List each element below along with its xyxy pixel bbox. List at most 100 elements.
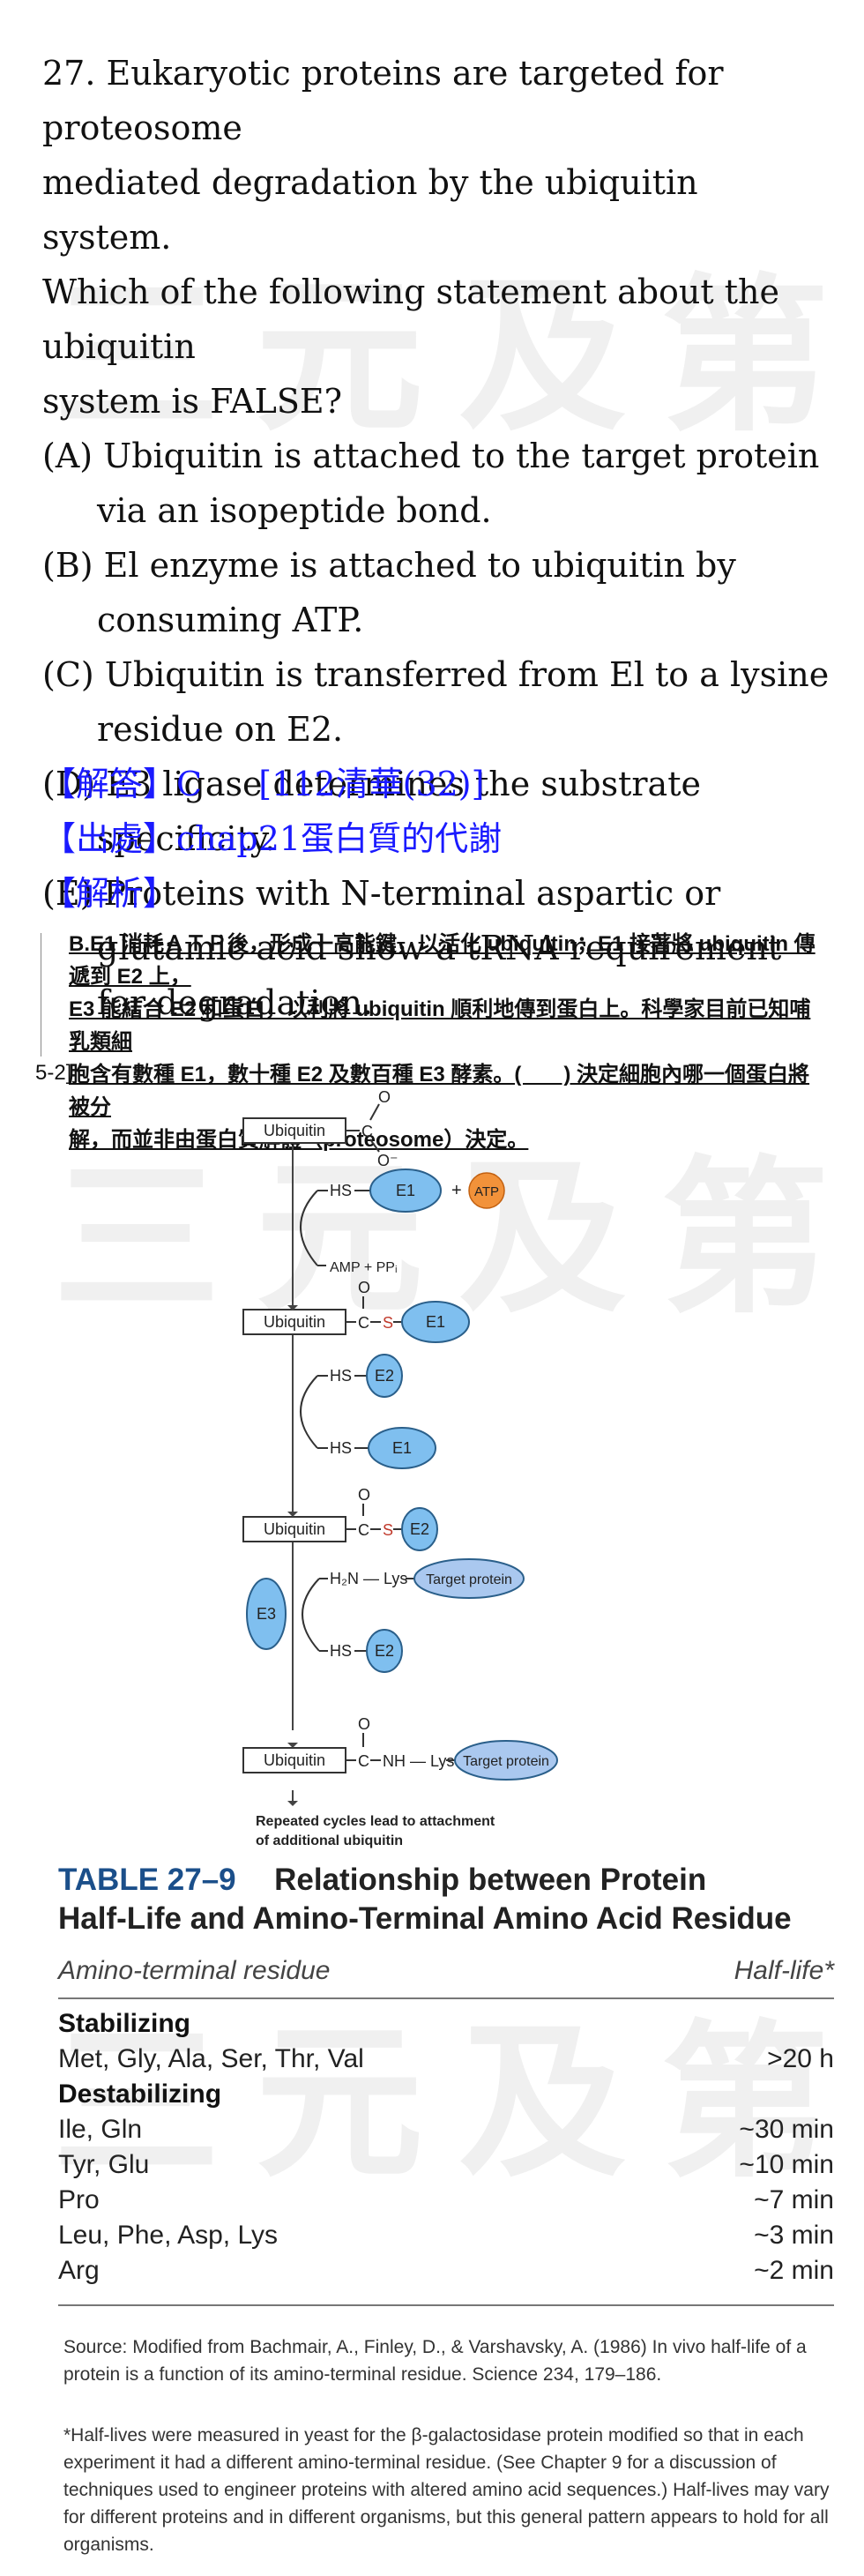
note-line: B.E1 消耗ＡＴＰ後，形成一高能鍵，以活化 ubiquitin；E1 接著將 … <box>69 932 816 989</box>
half-life-cell: >20 h <box>767 2044 834 2073</box>
target-protein <box>413 1558 525 1599</box>
svg-text:+: + <box>451 1181 462 1200</box>
half-life-table: Amino-terminal residue Half-life* Stabil… <box>58 1953 834 2306</box>
ubiquitin-label: Ubiquitin <box>264 1520 325 1538</box>
target-protein <box>454 1740 558 1781</box>
figure-ref: 5-2] <box>35 1061 72 1085</box>
question-stem: mediated degradation by the ubiquitin sy… <box>42 163 698 257</box>
carbon-label: C <box>361 1123 373 1140</box>
option-c: (C) Ubiquitin is transferred from El to … <box>42 655 830 749</box>
residue-cell: Arg <box>58 2256 100 2285</box>
thiol-label: HS <box>330 1367 352 1385</box>
e2-label: E2 <box>375 1642 394 1660</box>
half-life-cell: ~3 min <box>754 2221 834 2250</box>
target-protein-label: Target protein <box>463 1754 549 1769</box>
residue-cell: Pro <box>58 2185 100 2214</box>
e3-enzyme <box>246 1578 287 1650</box>
oxygen-label: O <box>358 1486 370 1504</box>
carbon-label: C <box>358 1521 369 1539</box>
table-row: Ile, Gln ~30 min <box>58 2112 834 2147</box>
amp-label: AMP + PPᵢ <box>330 1260 397 1275</box>
oxygen-label: O <box>358 1279 370 1296</box>
question-stem: 27. Eukaryotic proteins are targeted for… <box>42 54 724 147</box>
analysis-label: 【解析】 <box>42 874 177 913</box>
table-number: TABLE 27–9 <box>58 1863 236 1897</box>
answer-ref: [112清華(32)] <box>258 765 485 803</box>
carbon-label: C <box>358 1752 369 1770</box>
half-life-cell: ~7 min <box>754 2185 834 2214</box>
repeat-caption: Repeated cycles lead to attachment <box>256 1814 495 1829</box>
table-source: Source: Modified from Bachmair, A., Finl… <box>63 2337 807 2385</box>
residue-cell: Tyr, Glu <box>58 2150 150 2179</box>
table-row: Met, Gly, Ala, Ser, Thr, Val >20 h <box>58 2042 834 2077</box>
table-header: Amino-terminal residue Half-life* <box>58 1953 834 1989</box>
e2-label: E2 <box>410 1520 429 1538</box>
residue-cell: Met, Gly, Ala, Ser, Thr, Val <box>58 2044 364 2073</box>
e1-label: E1 <box>426 1313 445 1331</box>
ubiquitin-label: Ubiquitin <box>264 1122 325 1139</box>
amide-lysine-label: NH — Lys <box>383 1752 454 1770</box>
residue-cell: Ile, Gln <box>58 2115 143 2144</box>
amine-lysine-label: H₂N — Lys <box>330 1570 407 1587</box>
table-rule <box>58 1997 834 1999</box>
carbon-label: C <box>358 1314 369 1332</box>
e1-label: E1 <box>396 1182 415 1199</box>
repeat-caption: of additional ubiquitin <box>256 1833 403 1848</box>
question: 27. Eukaryotic proteins are targeted for… <box>42 46 836 1030</box>
atp-label: ATP <box>474 1184 499 1199</box>
ubiquitin-label: Ubiquitin <box>264 1313 325 1331</box>
oxygen-label: O <box>358 1715 370 1733</box>
option-b: (B) El enzyme is attached to ubiquitin b… <box>42 546 736 639</box>
residue-cell: Leu, Phe, Asp, Lys <box>58 2221 279 2250</box>
table-row: Tyr, Glu ~10 min <box>58 2147 834 2183</box>
e1-enzyme <box>369 1169 442 1213</box>
sulfur-label: S <box>383 1314 393 1332</box>
half-life-cell: ~2 min <box>754 2256 834 2285</box>
oxygen-minus-label: O⁻ <box>377 1152 398 1169</box>
e2-enzyme <box>366 1354 403 1398</box>
e1-enzyme <box>401 1301 470 1343</box>
group-header: Stabilizing <box>58 2009 190 2038</box>
table-title: TABLE 27–9 Relationship between Protein <box>58 1863 706 1898</box>
atp-circle <box>468 1172 505 1209</box>
answer-line: 【解答】C [112清華(32)] <box>42 757 484 811</box>
e2-enzyme <box>366 1629 403 1673</box>
ubiquitin-label: Ubiquitin <box>264 1751 325 1769</box>
thiol-label: HS <box>330 1642 352 1660</box>
table-footnote: *Half-lives were measured in yeast for t… <box>63 2425 830 2555</box>
column-header: Half-life* <box>734 1956 834 1985</box>
e1-label: E1 <box>392 1439 412 1457</box>
question-stem: system is FALSE? <box>42 382 342 421</box>
table-title-text: Relationship between Protein <box>274 1863 707 1897</box>
sulfur-label: S <box>383 1521 393 1539</box>
note-line: E3 能結合 E2 和蛋白，以利將 ubiquitin 順利地傳到蛋白上。科學家… <box>69 997 811 1054</box>
target-protein-label: Target protein <box>426 1572 512 1587</box>
e2-label: E2 <box>375 1367 394 1385</box>
e3-label: E3 <box>257 1605 276 1623</box>
half-life-cell: ~10 min <box>739 2150 834 2179</box>
table-rule <box>58 2304 834 2306</box>
column-header: Amino-terminal residue <box>58 1956 331 1985</box>
table-row: Pro ~7 min <box>58 2183 834 2218</box>
option-e: (E) Proteins with N-terminal aspartic or… <box>42 874 782 1022</box>
source-line: 【出處】chap21蛋白質的代謝 <box>42 819 503 858</box>
note-line: 胞含有數種 E1，數十種 E2 及數百種 E3 酵素。( ) 決定細胞內哪一個蛋… <box>69 1063 810 1119</box>
half-life-cell: ~30 min <box>739 2115 834 2144</box>
oxygen-label: O <box>378 1088 391 1106</box>
option-a: (A) Ubiquitin is attached to the target … <box>42 437 820 530</box>
thiol-label: HS <box>330 1182 352 1199</box>
e2-enzyme <box>401 1507 438 1551</box>
ubiquitin-pathway-diagram: Ubiquitin C O O⁻ HS E1 + ATP AMP + PPᵢ U… <box>242 1088 558 1848</box>
table-row: Arg ~2 min <box>58 2253 834 2289</box>
group-header: Destabilizing <box>58 2079 222 2109</box>
option-d: (D) E3 ligase determines the substrate s… <box>42 765 701 858</box>
divider <box>41 933 42 1057</box>
table-title-line2: Half-Life and Amino-Terminal Amino Acid … <box>58 1901 792 1936</box>
answer-label: 【解答】C <box>42 765 203 803</box>
question-stem: Which of the following statement about t… <box>42 273 779 366</box>
thiol-label: HS <box>330 1439 352 1457</box>
explanation-note: B.E1 消耗ＡＴＰ後，形成一高能鍵，以活化 ubiquitin；E1 接著將 … <box>69 928 827 1156</box>
table-row: Leu, Phe, Asp, Lys ~3 min <box>58 2218 834 2253</box>
e1-enzyme <box>368 1427 436 1469</box>
